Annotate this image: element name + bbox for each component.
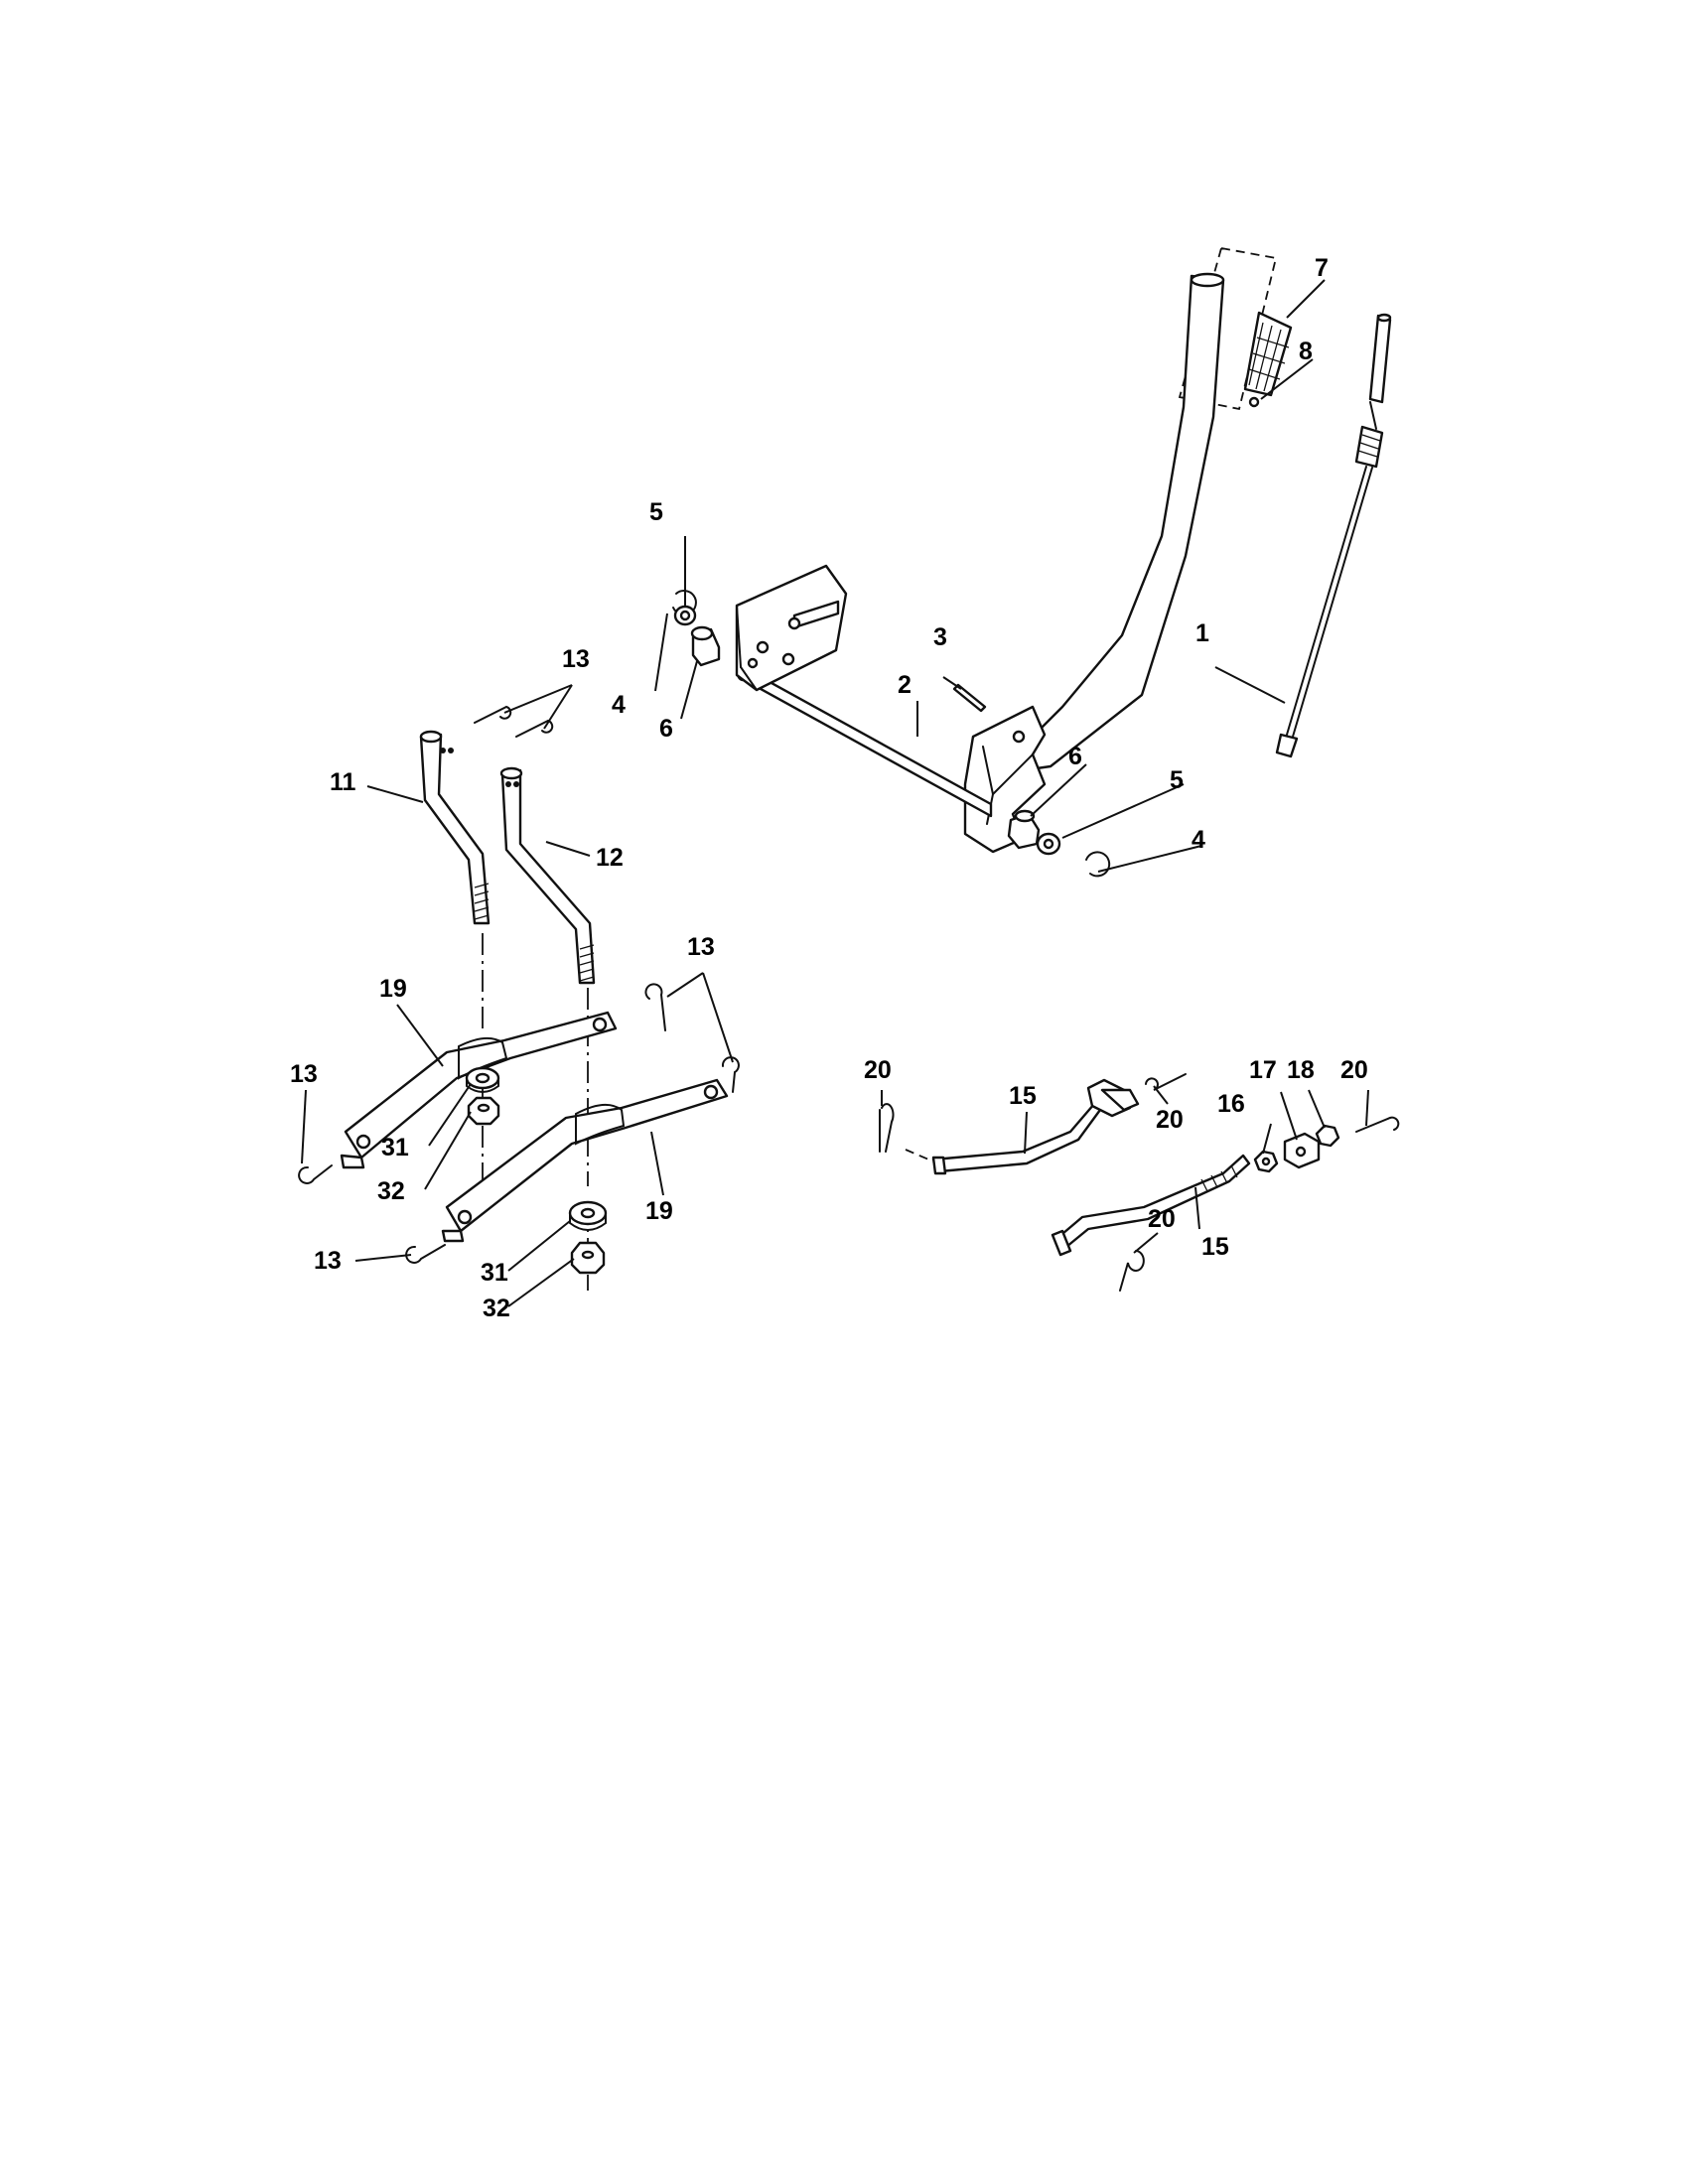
callout-18: 18	[1287, 1056, 1315, 1084]
ferrule-17	[1283, 1132, 1321, 1169]
washer-5-left	[673, 605, 697, 626]
hairpin-clip-13-bottom	[405, 1244, 446, 1264]
cotter-pin-20-left	[879, 1103, 895, 1153]
callout-4-right: 4	[1192, 826, 1205, 854]
callout-31-lower: 31	[481, 1259, 508, 1287]
handle-rod-1	[1275, 313, 1392, 758]
callout-6-right: 6	[1068, 743, 1082, 770]
callout-13-bottom: 13	[314, 1247, 342, 1275]
callout-15-upper: 15	[1009, 1082, 1037, 1110]
callout-16: 16	[1217, 1090, 1245, 1118]
grip-7	[1243, 311, 1293, 397]
callout-11: 11	[330, 768, 356, 796]
bushing-6-left	[690, 625, 721, 667]
lever-bracket	[963, 705, 1047, 854]
nut-32-lower	[570, 1241, 606, 1275]
callout-20-left: 20	[864, 1056, 892, 1084]
lift-arm-19-lower	[441, 1078, 729, 1243]
callout-17: 17	[1249, 1056, 1277, 1084]
bushing-6-right	[1007, 809, 1041, 850]
callout-2: 2	[898, 671, 912, 699]
nut-16	[1253, 1150, 1279, 1173]
callout-7: 7	[1315, 254, 1329, 282]
nut-18	[1315, 1124, 1340, 1148]
cotter-pin-20-bottom	[1119, 1250, 1145, 1292]
pin-8	[1248, 396, 1260, 408]
callout-1: 1	[1195, 619, 1209, 647]
callout-12: 12	[596, 844, 624, 872]
washer-5-right	[1036, 832, 1061, 856]
hairpin-clip-13-top	[474, 705, 554, 738]
rod-15-lower	[1051, 1154, 1251, 1257]
lift-lever-arm	[993, 274, 1225, 776]
callout-13-top: 13	[562, 645, 590, 673]
callout-19-lower: 19	[645, 1197, 673, 1225]
nut-32-upper	[467, 1096, 500, 1126]
rod-15-upper	[931, 1078, 1140, 1175]
spacer-31-upper	[465, 1066, 500, 1093]
callout-labels: 7 8 1 5 4 6 3 2 6 5 4 13 11 12 13 19 13 …	[290, 254, 1368, 1322]
callout-3: 3	[933, 623, 947, 651]
callout-13-left: 13	[290, 1060, 318, 1088]
callout-5-left: 5	[649, 498, 663, 526]
callout-20-right: 20	[1340, 1056, 1368, 1084]
cotter-pin-20-top	[1145, 1073, 1187, 1091]
callout-15-lower: 15	[1201, 1233, 1229, 1261]
cotter-pin-20-right	[1355, 1116, 1400, 1133]
callout-32-upper: 32	[377, 1177, 405, 1205]
callout-31-upper: 31	[381, 1134, 409, 1161]
callout-6-left: 6	[659, 715, 673, 743]
callout-19-upper: 19	[379, 975, 407, 1003]
roll-pin-3	[952, 683, 987, 713]
cross-shaft-2	[736, 664, 993, 818]
callout-8: 8	[1299, 338, 1313, 365]
lift-lever-assembly	[963, 246, 1278, 854]
spacer-31-lower	[568, 1200, 608, 1231]
callout-20-top: 20	[1156, 1106, 1184, 1134]
hairpin-clip-13-left	[298, 1164, 333, 1184]
callout-13-mid: 13	[687, 933, 715, 961]
e-clip-4-right	[1085, 851, 1111, 878]
leader-lines	[301, 279, 1369, 1307]
callout-20-bottom: 20	[1148, 1205, 1176, 1233]
callout-4-left: 4	[612, 691, 626, 719]
lift-link-12	[499, 766, 596, 985]
callout-32-lower: 32	[483, 1295, 510, 1322]
lift-link-11	[419, 730, 491, 925]
lift-arm-19-upper	[340, 1011, 618, 1169]
mounting-plate	[735, 564, 848, 692]
callout-5-right: 5	[1170, 766, 1184, 794]
hairpin-clip-13-mid	[644, 983, 740, 1093]
